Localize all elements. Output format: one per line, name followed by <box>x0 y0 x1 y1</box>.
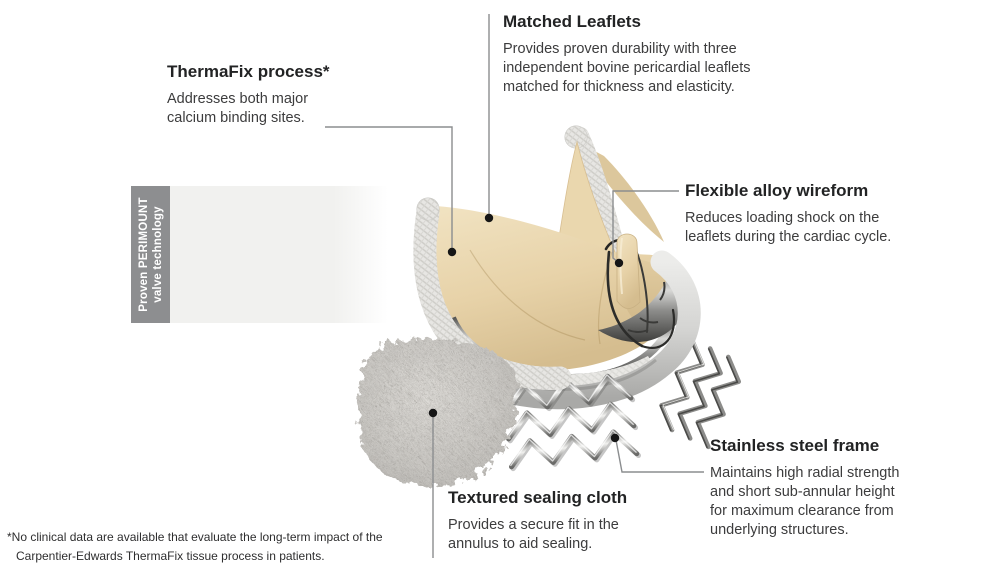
callout-title: Textured sealing cloth <box>448 488 628 507</box>
callout-dot-cloth <box>428 408 438 418</box>
callout-dot-thermafix <box>447 247 457 257</box>
callout-line-frame <box>615 439 704 473</box>
footnote: *No clinical data are available that eva… <box>7 528 427 566</box>
perimount-badge: Proven PERIMOUNT valve technology <box>131 186 170 323</box>
callout-title: ThermaFix process* <box>167 62 330 81</box>
steel-frame-right <box>659 337 742 450</box>
callout-body: Provides proven durability with three in… <box>503 41 751 95</box>
callout-thermafix: ThermaFix process* Addresses both major … <box>167 62 377 128</box>
callout-frame: Stainless steel frame Maintains high rad… <box>710 436 945 540</box>
callout-body: Provides a secure fit in the annulus to … <box>448 517 619 552</box>
footnote-line: *No clinical data are available that eva… <box>7 530 383 544</box>
callout-line-thermafix <box>325 126 453 250</box>
callout-line-wireform <box>612 190 679 263</box>
callout-title: Flexible alloy wireform <box>685 181 869 200</box>
sealing-cloth <box>358 337 517 486</box>
callout-cloth: Textured sealing cloth Provides a secure… <box>448 488 663 554</box>
footnote-line: Carpentier-Edwards ThermaFix tissue proc… <box>16 549 325 563</box>
background-band <box>170 186 388 323</box>
callout-title: Stainless steel frame <box>710 436 880 455</box>
callout-body: Maintains high radial strength and short… <box>710 465 900 538</box>
callout-dot-matched-leaflets <box>484 213 494 223</box>
callout-wireform: Flexible alloy wireform Reduces loading … <box>685 181 935 247</box>
callout-body: Addresses both major calcium binding sit… <box>167 91 309 126</box>
center-post <box>557 125 625 257</box>
callout-dot-frame <box>610 433 620 443</box>
callout-title: Matched Leaflets <box>503 12 641 31</box>
callout-body: Reduces loading shock on the leaflets du… <box>685 210 892 245</box>
callout-dot-wireform <box>614 258 624 268</box>
callout-matched-leaflets: Matched Leaflets Provides proven durabil… <box>503 12 793 97</box>
